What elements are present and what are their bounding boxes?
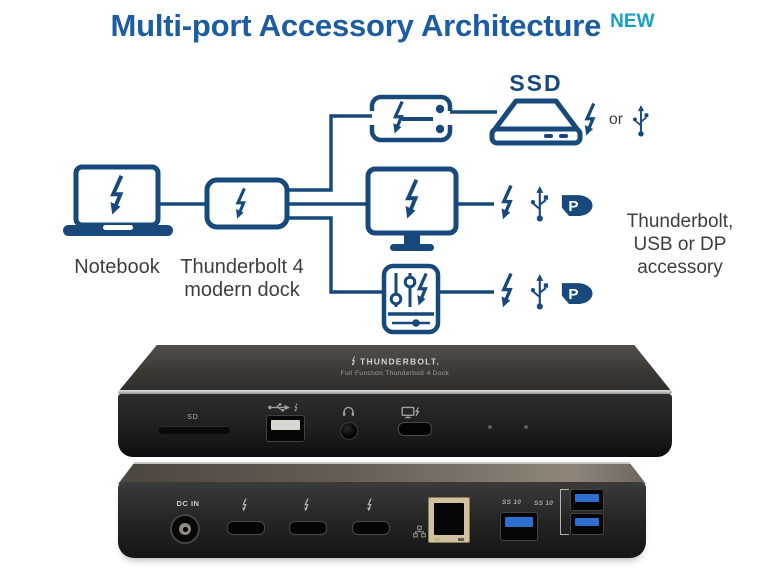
usb-a-port	[500, 512, 538, 541]
thunderbolt-icon	[403, 177, 419, 221]
dc-in-jack	[170, 514, 200, 544]
sd-slot-label: SD	[187, 414, 199, 421]
ethernet-icon	[413, 525, 426, 543]
accessory-label-line3: accessory	[637, 257, 723, 278]
usb-icon	[529, 184, 550, 223]
usb-c-port	[398, 422, 432, 436]
accessory-label-line1: Thunderbolt,	[626, 211, 734, 232]
thunderbolt-logo-icon	[351, 355, 356, 367]
usb-icon	[529, 272, 550, 311]
dp-icon	[561, 195, 593, 217]
thunderbolt-port	[289, 521, 327, 535]
dock-icon	[204, 177, 290, 230]
dock-back-face: DC IN SS 10 SS 10	[118, 482, 646, 558]
dock-label: Thunderbolt 4 modern dock	[168, 256, 316, 302]
headphone-icon	[342, 404, 355, 422]
dock-top-edge	[118, 462, 646, 484]
sd-card-slot	[159, 426, 230, 434]
dock-logo-title: THUNDERBOLT.	[360, 356, 440, 367]
accessory-label: Thunderbolt, USB or DP accessory	[606, 210, 754, 279]
usb-a-port	[570, 489, 604, 511]
dock-front-photo: THUNDERBOLT. Full Function Thunderbolt 4…	[118, 345, 672, 457]
dock-rim	[118, 390, 672, 394]
audio-accessory-icon	[381, 263, 441, 335]
notebook-icon	[63, 164, 173, 236]
monitor-accessory-icon	[365, 166, 459, 251]
ethernet-port	[428, 497, 470, 543]
notebook-label: Notebook	[74, 256, 160, 278]
dock-logo-subtitle: Full Function Thunderbolt 4 Dock	[340, 370, 450, 377]
connector-lines	[158, 110, 497, 294]
accessory-label-line2: USB or DP	[633, 234, 727, 255]
thunderbolt-icon	[240, 497, 249, 518]
thunderbolt-icon	[499, 271, 513, 309]
thunderbolt-logo: THUNDERBOLT. Full Function Thunderbolt 4…	[118, 355, 672, 379]
status-led	[524, 425, 528, 429]
thunderbolt-icon	[499, 183, 513, 221]
usb-a-port	[266, 415, 305, 442]
ssd-label: SSD	[509, 70, 563, 96]
headphone-jack	[340, 422, 358, 440]
usb-speed-label: SS 10	[502, 499, 522, 506]
dock-back-photo: DC IN SS 10 SS 10	[118, 462, 646, 562]
title-text: Multi-port Accessory Architecture	[110, 8, 602, 43]
usb-pair-bracket	[560, 489, 569, 535]
or-label: or	[608, 111, 624, 128]
ssd-drive-icon	[489, 98, 583, 146]
thunderbolt-icon	[108, 173, 124, 217]
dock-top-surface: THUNDERBOLT. Full Function Thunderbolt 4…	[118, 345, 672, 392]
status-led	[488, 425, 492, 429]
storage-accessory-icon	[367, 94, 454, 143]
line-dock-to-audio	[287, 216, 385, 294]
thunderbolt-icon	[415, 271, 428, 308]
thunderbolt-icon	[365, 497, 374, 518]
usb-a-port	[570, 513, 604, 535]
dock-front-face: SD	[118, 394, 672, 457]
usb-icon	[632, 104, 650, 138]
dock-label-line1: Thunderbolt 4	[180, 256, 304, 278]
thunderbolt-icon	[391, 99, 404, 136]
thunderbolt-icon	[234, 186, 246, 221]
thunderbolt-icon	[302, 497, 311, 518]
thunderbolt-icon	[583, 101, 596, 138]
thunderbolt-port	[352, 521, 390, 535]
new-badge: NEW	[610, 11, 655, 32]
line-dock-to-storage	[287, 114, 372, 192]
dc-in-label: DC IN	[176, 499, 200, 508]
dock-label-line2: modern dock	[184, 279, 300, 301]
thunderbolt-port	[227, 521, 265, 535]
usb-speed-label: SS 10	[534, 500, 554, 507]
dp-icon	[561, 283, 593, 305]
page-title: Multi-port Accessory Architecture NEW	[0, 8, 765, 44]
